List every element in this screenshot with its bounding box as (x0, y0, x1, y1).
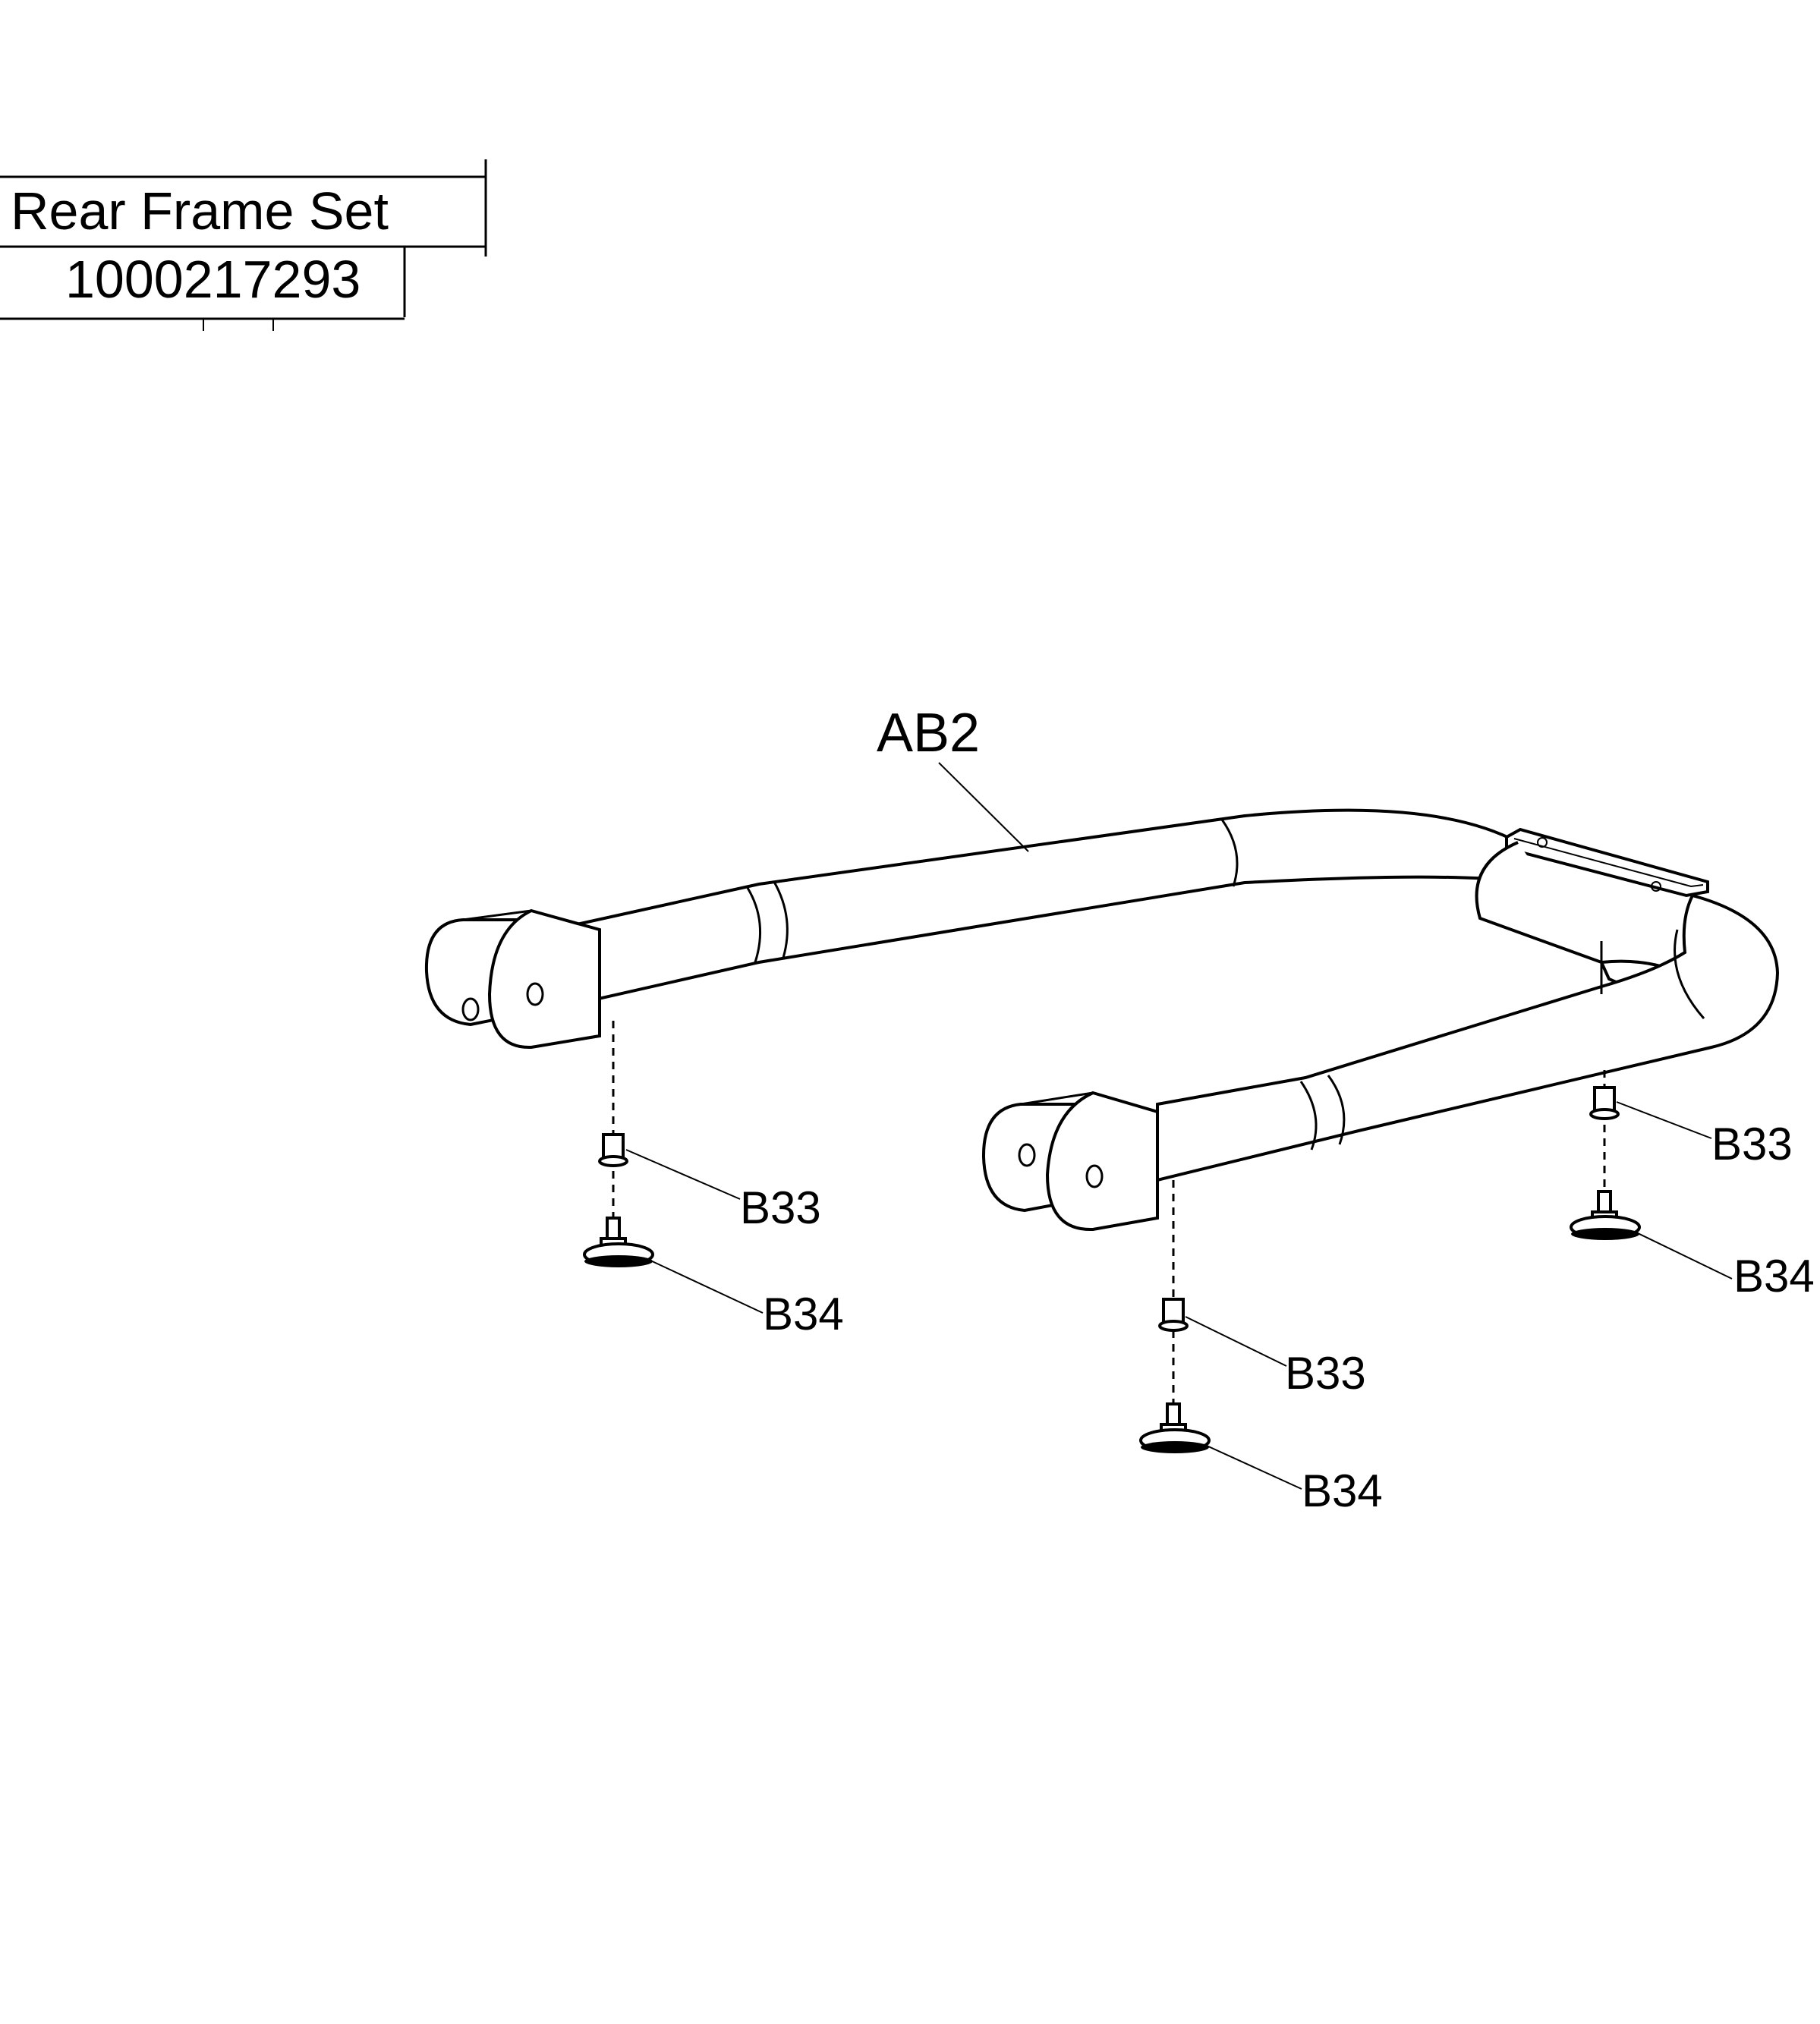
callout-b34-right: B34 (1733, 1251, 1815, 1302)
title-block-part-number: 1000217293 (65, 250, 361, 309)
title-block: Rear Frame Set 1000217293 (0, 159, 487, 331)
foot-b34-right (1570, 1190, 1641, 1240)
callout-b33-right: B33 (1711, 1119, 1793, 1169)
callout-b33-center: B33 (1285, 1348, 1366, 1399)
hardware-left: B33 B34 (583, 1021, 844, 1339)
clevis-bracket-center (981, 1091, 1159, 1232)
spacer-b33-right (1589, 1086, 1620, 1120)
spacer-b33-center (1158, 1298, 1189, 1332)
foot-b34-left (583, 1217, 654, 1267)
callout-b33-left: B33 (740, 1182, 821, 1233)
callout-b34-left: B34 (763, 1289, 844, 1339)
callout-ab2: AB2 (877, 703, 980, 763)
rear-frame-ab2: AB2 (424, 703, 1780, 1232)
hardware-right: B33 B34 (1570, 1070, 1815, 1302)
foot-b34-center (1139, 1402, 1211, 1453)
hardware-center: B33 B34 (1139, 1180, 1383, 1516)
callout-b34-center: B34 (1302, 1465, 1383, 1516)
spacer-b33-left (598, 1133, 628, 1167)
clevis-bracket-left (424, 908, 601, 1050)
title-block-name: Rear Frame Set (11, 181, 389, 241)
